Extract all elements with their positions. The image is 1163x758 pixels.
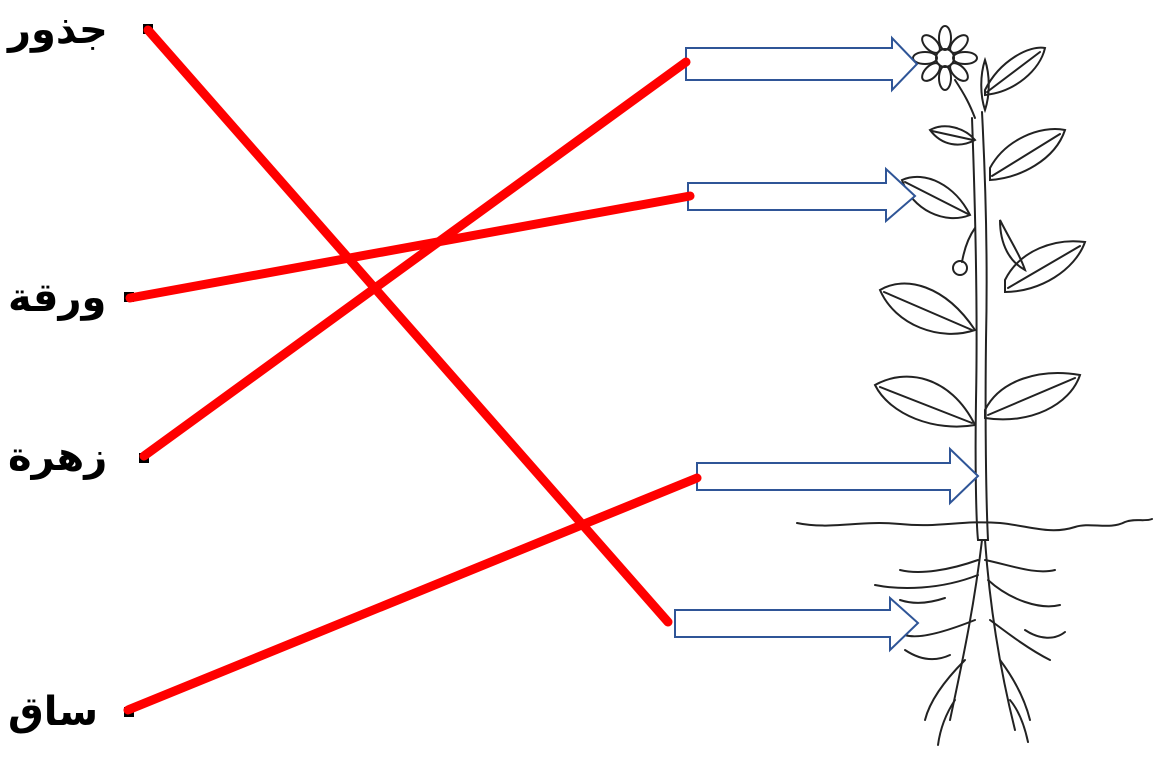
label-flower: زهرة [8,434,108,480]
arrow-stem [696,446,980,506]
arrow-flower [685,35,919,93]
ground-line [796,518,1153,532]
label-leaf: ورقة [8,275,107,321]
match-line-flower[interactable] [139,57,691,461]
label-roots: جذور [8,7,108,53]
arrows [674,35,980,653]
arrow-roots [674,595,920,653]
plant-illustration [796,25,1153,746]
label-stem: ساق [8,689,99,735]
match-line-leaf[interactable] [125,191,695,303]
root-icons [874,539,1066,746]
match-lines [123,25,702,715]
flower-icon [912,25,990,119]
match-line-roots[interactable] [143,25,673,627]
arrow-leaf [687,166,917,224]
leaf-icons [873,46,1087,428]
match-line-stem[interactable] [123,473,702,715]
plant-stem [971,111,990,541]
